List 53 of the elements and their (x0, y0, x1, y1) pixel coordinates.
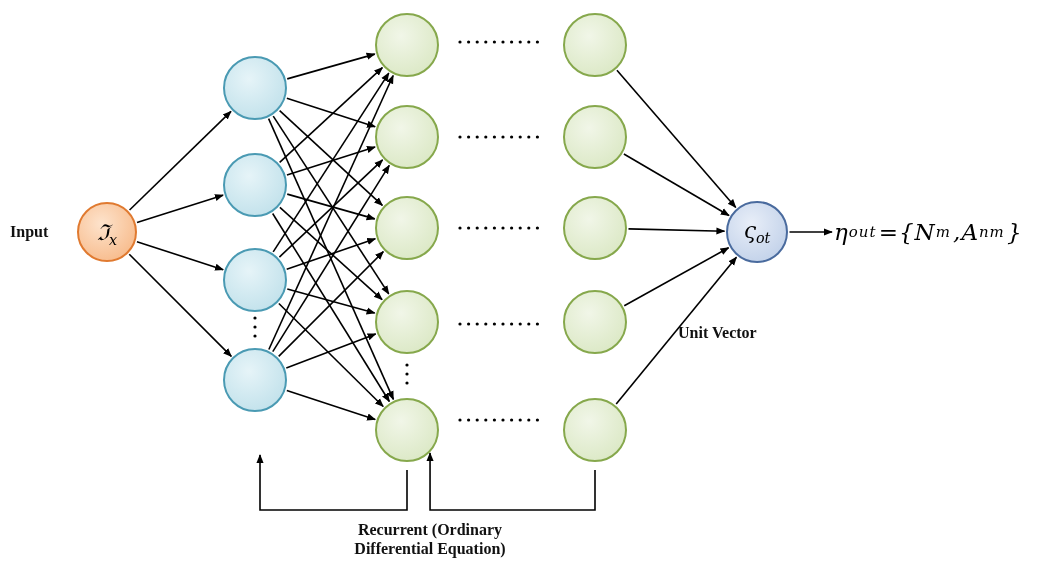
arrow (286, 97, 376, 128)
hidden-neuron (375, 196, 439, 260)
arrow (279, 206, 383, 301)
hidden-neuron (563, 398, 627, 462)
arrow (623, 153, 730, 217)
arrow (128, 110, 232, 211)
neuron-symbol: ς$_{ot}$ (743, 217, 771, 247)
arrow (278, 109, 384, 207)
hidden-neuron (563, 105, 627, 169)
unit-vector-label: Unit Vector (678, 323, 758, 342)
hidden-neuron (223, 153, 287, 217)
arrow (278, 66, 384, 164)
hidden-neuron (223, 348, 287, 412)
hidden-neuron (223, 248, 287, 312)
arrow (623, 247, 730, 307)
arrow (268, 74, 394, 351)
arrow (285, 238, 377, 270)
arrow (286, 389, 377, 421)
arrow (272, 115, 390, 295)
arrow (627, 227, 726, 235)
neuron-symbol: ℑ$_{x}$ (96, 218, 118, 249)
arrow (286, 52, 376, 80)
hidden-neuron (563, 13, 627, 77)
arrow (426, 452, 596, 511)
arrow (788, 228, 833, 236)
arrow (286, 146, 376, 176)
arrow (286, 288, 376, 315)
arrow (128, 253, 233, 358)
arrow (278, 159, 384, 258)
hidden-neuron (563, 196, 627, 260)
recurrent-label: Recurrent (Ordinary Differential Equation) (353, 520, 507, 558)
arrow (271, 164, 391, 353)
input-neuron (77, 202, 137, 262)
input-label: Input (10, 222, 50, 241)
arrow (272, 72, 390, 253)
hidden-neuron (223, 56, 287, 120)
hidden-neuron (375, 398, 439, 462)
hidden-neuron (375, 13, 439, 77)
hidden-neuron (375, 105, 439, 169)
arrow (615, 256, 738, 405)
arrow (278, 302, 384, 408)
arrow (267, 117, 395, 401)
output-neuron (726, 201, 788, 263)
arrow (285, 333, 377, 369)
arrow (136, 240, 224, 271)
arrow (277, 250, 385, 358)
arrow (286, 193, 376, 221)
arrow (616, 69, 737, 209)
hidden-neuron (563, 290, 627, 354)
arrow (256, 454, 408, 511)
arrow (136, 194, 224, 224)
hidden-neuron (375, 290, 439, 354)
arrow (271, 212, 391, 403)
